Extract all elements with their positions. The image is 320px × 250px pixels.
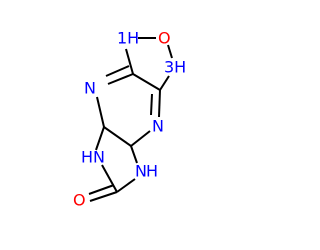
atom-labels: 1H O 3H N N N H N H O (73, 29, 186, 210)
bond-c3a-n1 (125, 48, 134, 75)
bond-c3a-n-left (107, 73, 134, 85)
bond-n-nh-left-c-carbonyl (101, 164, 118, 193)
bond-c4a-c8a (103, 126, 132, 147)
bond-c7a-n-right-double (150, 93, 153, 116)
bond-c7a-n-right (158, 89, 161, 118)
bond-n3-c7a (159, 75, 170, 91)
bond-c3a-c7a (132, 73, 161, 91)
bond-c4a-n-nh-left (95, 126, 105, 151)
bond-carbonyl-c-o-double (88, 184, 115, 195)
molecule-structure-diagram: 1H O 3H N N N H N H O (73, 29, 186, 210)
atom-o-ring-label: O (158, 29, 171, 48)
atom-h-nh-left-label: H (81, 148, 93, 167)
atom-n-right-label: N (152, 117, 164, 136)
atom-n1h-label: 1H (117, 29, 139, 48)
bond-n-right-c8a (130, 130, 151, 147)
atom-n-left-label: N (84, 79, 96, 98)
atom-h-nh-right-label: H (146, 162, 158, 181)
bond-n-left-c4a (96, 96, 105, 128)
bond-n-nh-right-c8a (130, 145, 138, 164)
atom-n-nh-right-label: N (135, 162, 147, 181)
atom-n3h-label: 3H (164, 58, 186, 77)
bond-o-n3 (167, 44, 173, 59)
bond-carbonyl-c-o (89, 191, 118, 202)
atom-n-nh-left-label: N (93, 148, 105, 167)
bond-c3a-n-left-double (105, 65, 130, 77)
atom-o-carbonyl-label: O (73, 191, 86, 210)
bond-c-carbonyl-n-nh-right (116, 178, 136, 193)
bonds (88, 37, 173, 202)
